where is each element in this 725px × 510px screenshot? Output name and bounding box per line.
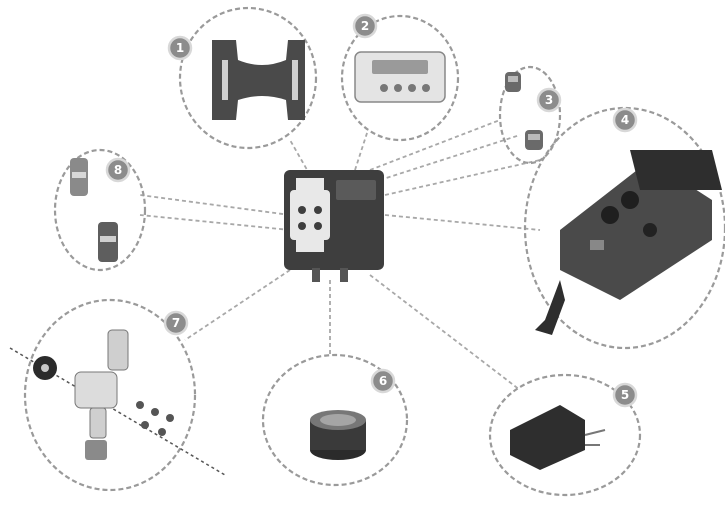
badge-1: 1	[169, 37, 191, 59]
dosing-pump-icon	[284, 170, 384, 282]
badge-label: 1	[176, 41, 184, 55]
badge-label: 4	[621, 113, 629, 127]
badge-6: 6	[372, 370, 394, 392]
sensor-cap-icon	[310, 410, 366, 460]
power-adapter-icon	[510, 405, 605, 470]
badge-5: 5	[614, 384, 636, 406]
badge-label: 2	[361, 19, 369, 33]
badge-label: 3	[545, 93, 553, 107]
control-panel-icon	[355, 52, 445, 102]
badge-7: 7	[165, 312, 187, 334]
circuit-board-icon	[535, 150, 722, 335]
badge-label: 5	[621, 388, 629, 402]
cable-gland-icon	[505, 72, 543, 150]
badge-label: 6	[379, 374, 387, 388]
badge-label: 7	[172, 316, 180, 330]
badge-2: 2	[354, 15, 376, 37]
badge-3: 3	[538, 89, 560, 111]
badge-label: 8	[114, 163, 122, 177]
pump-head-exploded-icon	[10, 330, 225, 475]
mounting-bracket-icon	[212, 40, 305, 120]
badge-4: 4	[614, 109, 636, 131]
badge-8: 8	[107, 159, 129, 181]
